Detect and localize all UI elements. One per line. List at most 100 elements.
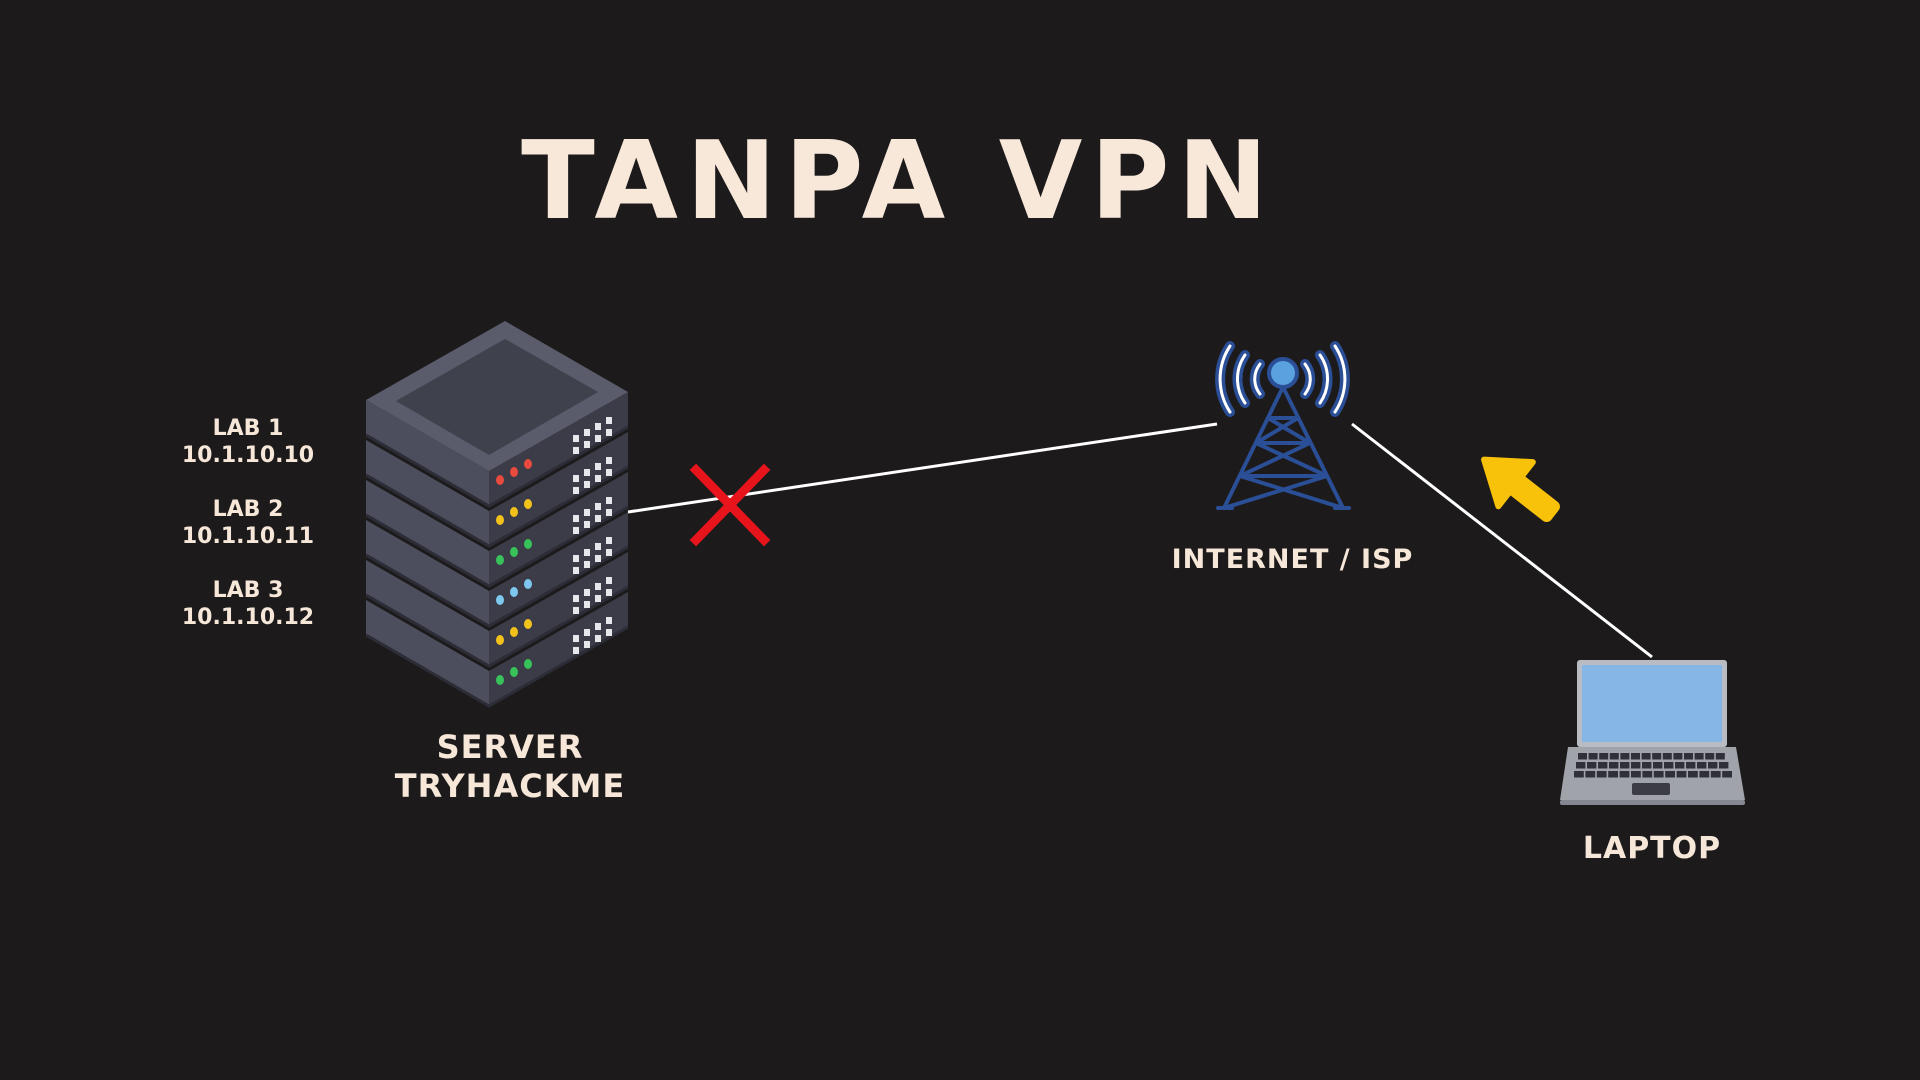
server-vent [595,623,601,630]
server-vent [584,629,590,636]
laptop-key [1662,753,1672,760]
server-led [524,499,532,509]
laptop-key [1587,762,1597,769]
laptop-key [1631,771,1641,778]
server-unit-side [489,392,628,506]
server-icon [365,321,629,708]
server-unit-front [366,400,489,506]
server-to-isp-line [627,422,1218,514]
server-vent [584,509,590,516]
laptop-key [1642,762,1652,769]
server-vent [573,567,579,574]
server-unit-side [489,472,628,586]
server-vent [606,629,612,636]
server-unit-side [489,432,628,546]
server-vent [573,487,579,494]
laptop-key [1642,771,1653,778]
server-unit-front [366,560,489,666]
server-led [510,667,518,677]
lab-label-3: LAB 3 10.1.10.12 [138,577,358,631]
laptop-key [1722,771,1732,778]
laptop-key [1697,762,1707,769]
server-vent [595,475,601,482]
laptop-key [1719,762,1729,769]
laptop-key [1652,753,1662,760]
laptop-key [1574,771,1584,778]
server-vent [595,515,601,522]
laptop-key [1715,753,1725,760]
server-vent [606,509,612,516]
server-vent [595,595,601,602]
arrow-icon [1481,456,1560,523]
laptop-key [1620,762,1630,769]
server-vent [606,617,612,624]
server-unit-side [489,592,628,706]
laptop-key [1686,762,1696,769]
laptop-key [1599,753,1609,760]
server-label-line2: TRYHACKME [394,767,626,805]
tower-label: INTERNET / ISP [1171,544,1414,575]
laptop-key [1619,771,1630,778]
laptop-key [1585,771,1596,778]
laptop-key [1596,771,1607,778]
laptop-key [1576,762,1586,769]
server-unit-front [366,480,489,586]
lab-name: LAB 2 [212,497,284,522]
server-led [510,627,518,637]
laptop-key [1699,771,1710,778]
server-vent [584,469,590,476]
server-vent [573,555,579,562]
server-vent [606,457,612,464]
server-vent [573,635,579,642]
isp-to-laptop-line [1351,422,1653,659]
server-vent [595,583,601,590]
laptop-key [1631,762,1641,769]
server-vent [595,435,601,442]
lab-label-1: LAB 1 10.1.10.10 [138,415,358,469]
server-vent [584,601,590,608]
server-led [524,459,532,469]
server-vent [584,481,590,488]
server-led [510,547,518,557]
lab-name: LAB 1 [212,416,284,441]
laptop-key [1653,771,1664,778]
laptop-icon [1560,660,1745,805]
lab-name: LAB 3 [212,578,284,603]
server-unit-front [366,600,489,706]
server-vent [595,555,601,562]
cross-icon [689,463,771,547]
laptop-key [1653,762,1663,769]
server-vent [584,641,590,648]
lab-ip: 10.1.10.11 [181,524,315,549]
server-vent [606,537,612,544]
laptop-key [1675,762,1685,769]
server-vent [584,549,590,556]
laptop-key [1673,753,1683,760]
server-vent [584,521,590,528]
lab-ip: 10.1.10.10 [181,443,315,468]
server-vent [573,647,579,654]
server-led [524,659,532,669]
laptop-key [1705,753,1715,760]
lab-label-2: LAB 2 10.1.10.11 [138,496,358,550]
laptop-key [1688,771,1698,778]
server-vent [595,463,601,470]
server-led [524,579,532,589]
laptop-key [1676,771,1687,778]
server-vent [606,417,612,424]
laptop-key [1641,753,1651,760]
server-vent [595,543,601,550]
laptop-key [1588,753,1598,760]
laptop-key [1620,753,1630,760]
server-vent [606,469,612,476]
server-unit-side [489,512,628,626]
server-vent [606,589,612,596]
server-vent [573,475,579,482]
server-vent [595,503,601,510]
server-vent [606,497,612,504]
server-led [496,595,504,605]
server-vent [584,589,590,596]
laptop-key [1578,753,1587,760]
server-vent [584,441,590,448]
